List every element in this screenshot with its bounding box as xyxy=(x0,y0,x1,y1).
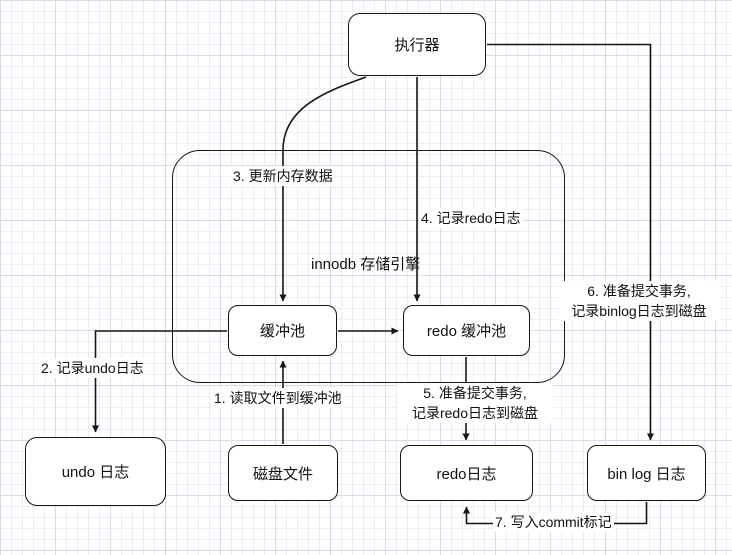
edge-label-step5-line2: 记录redo日志到磁盘 xyxy=(411,405,539,421)
node-executor: 执行器 xyxy=(348,13,486,76)
edge-label-step1: 1. 读取文件到缓冲池 xyxy=(212,388,344,408)
node-redo-log: redo日志 xyxy=(400,445,533,501)
edge-label-step5: 5. 准备提交事务, 记录redo日志到磁盘 xyxy=(397,383,553,423)
edge-label-step6-line1: 6. 准备提交事务, xyxy=(587,283,691,299)
node-redo-buffer-pool: redo 缓冲池 xyxy=(403,305,530,356)
edge-label-step2: 2. 记录undo日志 xyxy=(39,358,146,378)
edge-label-step6: 6. 准备提交事务, 记录binlog日志到磁盘 xyxy=(558,281,720,321)
edge-label-step4: 4. 记录redo日志 xyxy=(419,208,523,228)
edge-label-step5-line1: 5. 准备提交事务, xyxy=(423,385,527,401)
edge-label-step3: 3. 更新内存数据 xyxy=(231,166,335,186)
innodb-engine-label: innodb 存储引擎 xyxy=(311,256,421,273)
edge-label-step6-line2: 记录binlog日志到磁盘 xyxy=(571,303,707,319)
node-undo-log: undo 日志 xyxy=(25,437,166,506)
node-buffer-pool: 缓冲池 xyxy=(228,305,337,356)
edge-label-step7: 7. 写入commit标记 xyxy=(493,512,614,532)
node-binlog: bin log 日志 xyxy=(587,445,706,501)
node-disk-file: 磁盘文件 xyxy=(228,445,338,501)
